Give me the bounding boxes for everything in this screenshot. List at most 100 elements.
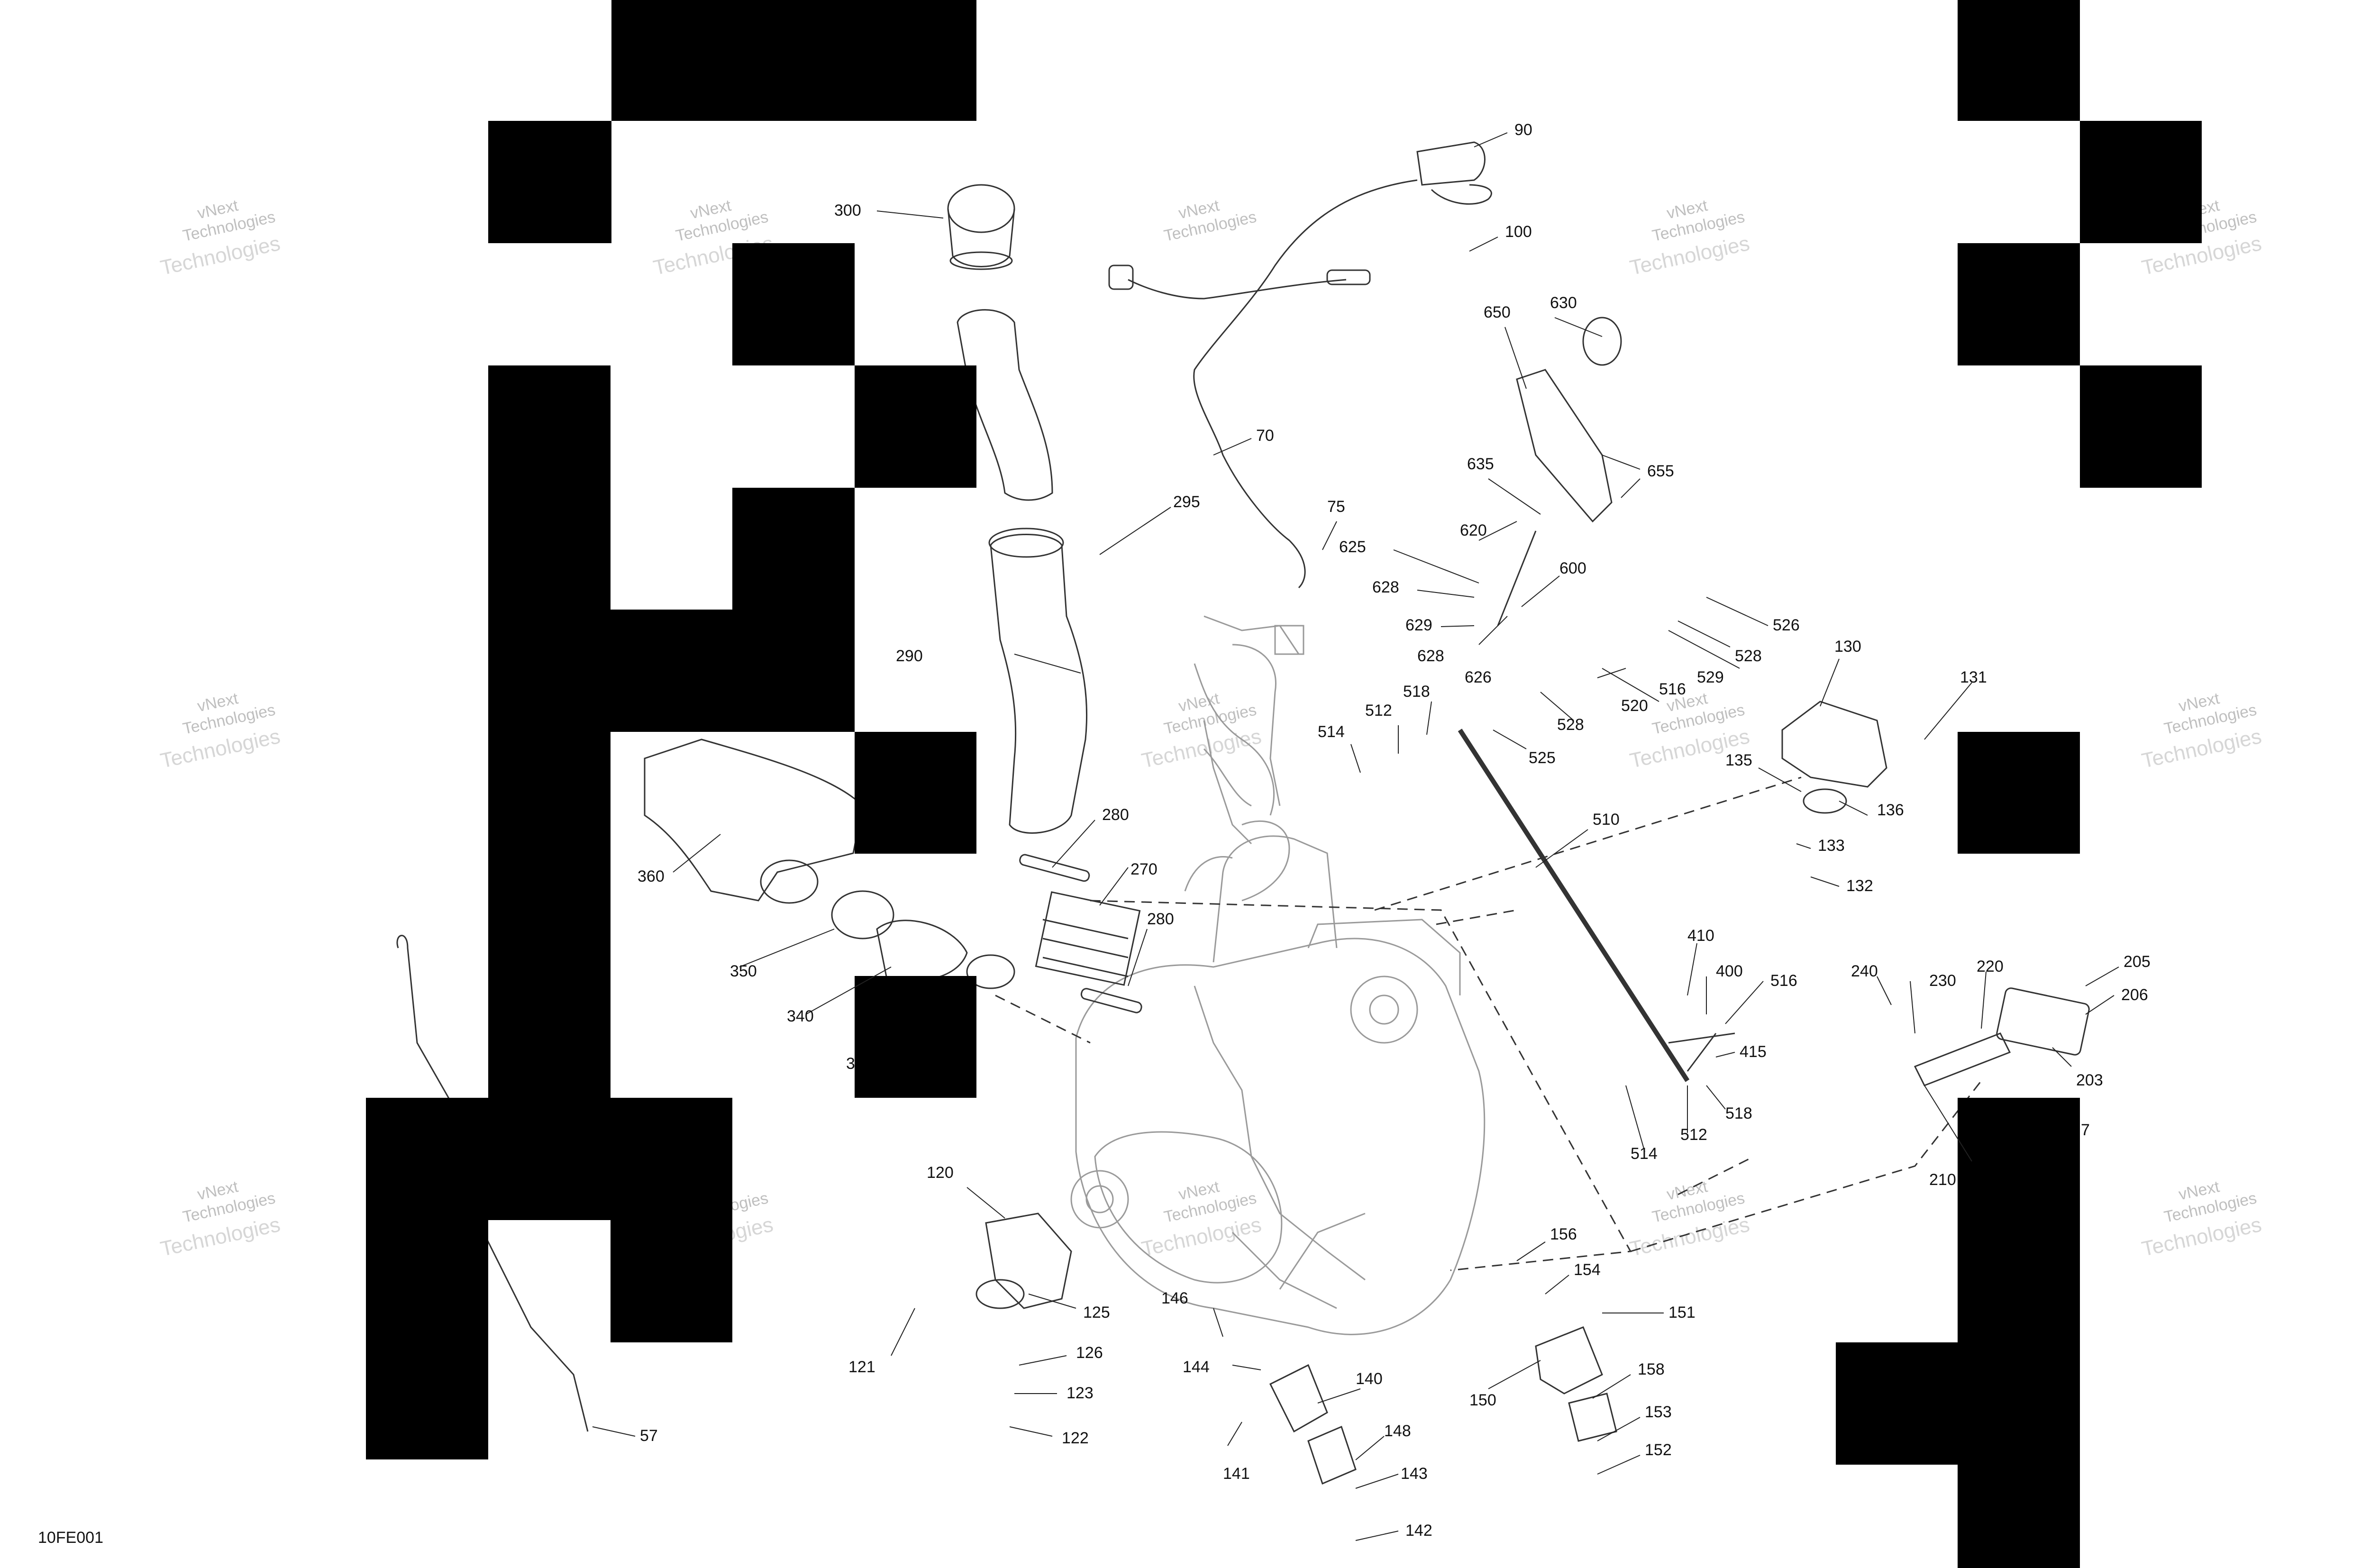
part-label-57: 57 (640, 1427, 658, 1445)
part-label-148: 148 (1384, 1422, 1411, 1440)
mount-bracket-part (1781, 701, 1887, 788)
part-label-151: 151 (1668, 1304, 1695, 1322)
part-label-290: 290 (896, 647, 923, 665)
part-label-630: 630 (1550, 294, 1577, 312)
filter-cap-part (947, 184, 1015, 270)
part-label-270: 270 (1130, 860, 1158, 878)
part-label-529: 529 (1697, 668, 1724, 686)
part-label-205: 205 (2124, 953, 2151, 971)
part-label-360: 360 (638, 867, 665, 885)
rear-mount-part (1535, 1326, 1603, 1395)
watermark: vNext Technologies Technologies (158, 689, 282, 773)
watermark-line3: Technologies (158, 232, 282, 280)
part-label-122: 122 (1062, 1429, 1089, 1447)
part-label-144: 144 (1183, 1358, 1210, 1376)
watermark: vNext Technologies Technologies (158, 1177, 282, 1261)
part-label-cut-7: 7 (2081, 1121, 2090, 1139)
part-label-158: 158 (1638, 1360, 1665, 1378)
part-label-629: 629 (1405, 616, 1432, 634)
shift-knob-part (1582, 317, 1622, 366)
airbox-part (644, 738, 864, 902)
part-labels: 300 90 100 650 630 70 295 75 635 655 625… (638, 121, 2151, 1540)
svg-text:Technologies: Technologies (158, 725, 282, 773)
clamp-part (1019, 854, 1090, 882)
part-label-528b: 528 (1557, 716, 1584, 734)
part-label-146: 146 (1161, 1289, 1188, 1307)
watermark: vNext Technologies Technologies (1139, 689, 1263, 773)
heat-exchanger-part (1035, 891, 1141, 986)
watermark: vNext Technologies Technologies (1139, 1177, 1263, 1261)
part-label-206: 206 (2121, 986, 2148, 1004)
part-label-126: 126 (1076, 1344, 1103, 1362)
boot-part (876, 920, 968, 982)
part-label-350: 350 (730, 962, 757, 980)
part-label-75: 75 (1327, 498, 1345, 516)
svg-text:Technologies: Technologies (1139, 1213, 1263, 1261)
part-label-135: 135 (1725, 751, 1752, 769)
part-label-130: 130 (1834, 638, 1861, 656)
part-label-220: 220 (1977, 957, 2004, 975)
part-label-415: 415 (1740, 1043, 1767, 1061)
part-label-300: 300 (834, 201, 861, 219)
part-label-516b: 516 (1770, 972, 1797, 990)
linkage-part (1668, 1032, 1735, 1044)
part-label-136: 136 (1877, 801, 1904, 819)
part-label-626: 626 (1465, 668, 1492, 686)
part-label-121: 121 (848, 1358, 875, 1376)
part-label-125: 125 (1083, 1304, 1110, 1322)
part-label-156: 156 (1550, 1225, 1577, 1243)
shifter-plate-part (1516, 369, 1613, 523)
ring-clamp-part (831, 890, 894, 939)
part-label-635: 635 (1467, 455, 1494, 473)
watermark: vNext Technologies Technologies (2140, 689, 2263, 773)
shift-lever-part (1497, 530, 1537, 626)
part-label-518b: 518 (1725, 1104, 1752, 1122)
intake-tube-part (957, 309, 1053, 501)
part-label-210: 210 (1929, 1171, 1956, 1189)
watermark: vNext Technologies Technologies (1628, 1177, 1751, 1261)
leader-lines (592, 132, 2119, 1541)
svg-text:Technologies: Technologies (1628, 232, 1751, 280)
part-label-90: 90 (1514, 121, 1532, 139)
engine-illustration (1070, 615, 1486, 1335)
redaction-blocks (366, 0, 2202, 1568)
throttle-control-part (1416, 141, 1486, 186)
part-label-123: 123 (1066, 1384, 1094, 1402)
part-label-120: 120 (927, 1164, 954, 1182)
part-label-240: 240 (1851, 962, 1878, 980)
svg-text:Technologies: Technologies (2140, 725, 2263, 773)
part-label-525: 525 (1529, 749, 1556, 767)
part-label-518: 518 (1403, 683, 1430, 701)
svg-text:Technologies: Technologies (2140, 1213, 2263, 1261)
part-label-100: 100 (1505, 223, 1532, 241)
part-label-153: 153 (1645, 1403, 1672, 1421)
part-label-70: 70 (1256, 427, 1274, 445)
part-label-150: 150 (1469, 1391, 1496, 1409)
part-label-512b: 512 (1680, 1126, 1707, 1144)
part-label-280: 280 (1102, 806, 1129, 824)
part-label-620: 620 (1460, 521, 1487, 539)
svg-text:Technologies: Technologies (158, 1213, 282, 1261)
part-label-203: 203 (2076, 1071, 2103, 1089)
throttle-cable-part (1193, 179, 1418, 589)
part-label-528: 528 (1735, 647, 1762, 665)
watermark: vNext Technologies Technologies (2140, 1177, 2263, 1261)
part-label-cut-3: 3 (846, 1055, 855, 1073)
part-label-650: 650 (1484, 303, 1511, 321)
part-label-520: 520 (1621, 697, 1648, 715)
part-label-410: 410 (1687, 927, 1714, 945)
control-module-part (1996, 987, 2090, 1056)
side-mount-part (1269, 1364, 1328, 1433)
part-label-600: 600 (1559, 559, 1586, 577)
part-label-510: 510 (1593, 811, 1620, 829)
part-label-516: 516 (1659, 680, 1686, 698)
part-label-142: 142 (1405, 1522, 1432, 1540)
part-label-628: 628 (1372, 578, 1399, 596)
part-label-400: 400 (1716, 962, 1743, 980)
part-label-280b: 280 (1147, 910, 1174, 928)
diagram-code: 10FE001 (38, 1529, 103, 1547)
watermark: vNext Technologies Technologies (1628, 196, 1751, 280)
part-label-340: 340 (787, 1007, 814, 1025)
part-label-230: 230 (1929, 972, 1956, 990)
